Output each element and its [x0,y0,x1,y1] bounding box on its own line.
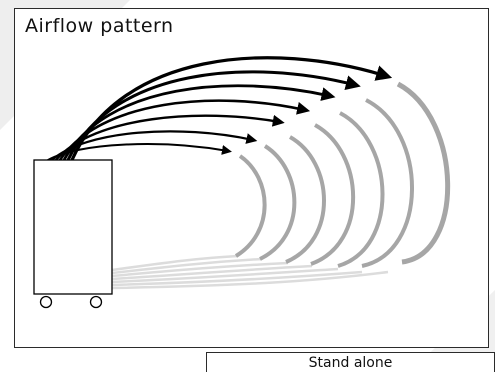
wheel-icon-left [39,295,53,309]
outgoing-airflow-arrows [47,56,393,162]
diagram-title: Airflow pattern [25,15,174,37]
wheel-icon-right [89,295,103,309]
floor-airflow-lines [111,254,389,290]
unit-body [33,159,113,295]
air-purifier-unit [33,159,113,309]
returning-airflow-arcs [234,81,451,268]
caption-label: Stand alone [206,352,495,372]
